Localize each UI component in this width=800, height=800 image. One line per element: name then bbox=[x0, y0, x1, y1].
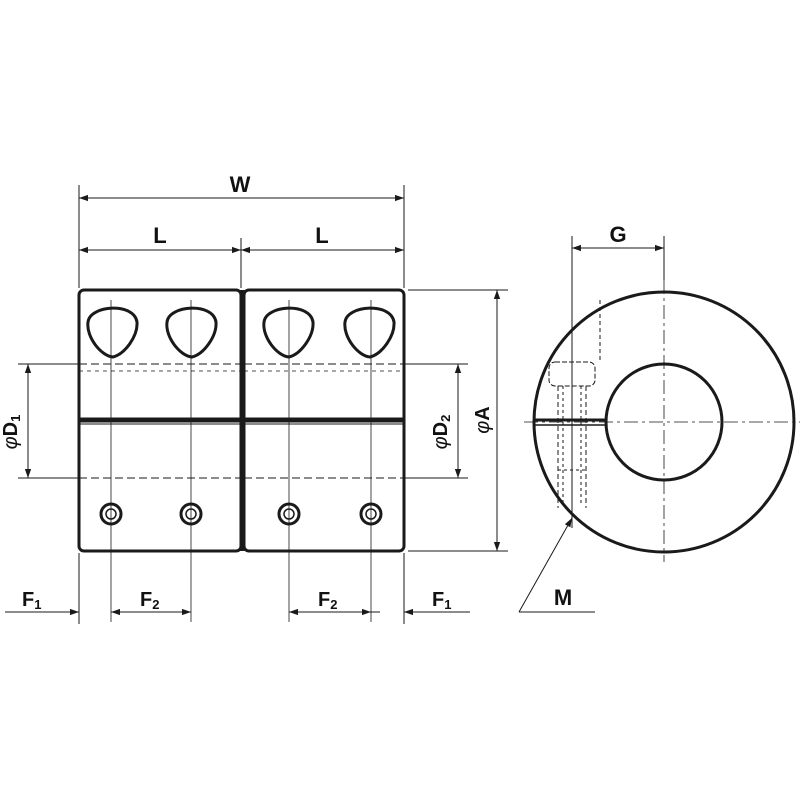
access-hole-1 bbox=[86, 306, 139, 359]
label-d1: φD1 bbox=[0, 415, 23, 450]
access-hole-2 bbox=[165, 306, 218, 359]
label-g: G bbox=[609, 222, 626, 247]
dimension-labels: W L L G M F1 F2 F2 F1 φD1 φD2 φA bbox=[0, 172, 627, 612]
side-dimensions bbox=[5, 185, 508, 624]
side-view bbox=[77, 288, 406, 622]
label-l-right: L bbox=[315, 223, 328, 248]
end-view bbox=[518, 236, 800, 613]
label-a: φA bbox=[472, 406, 494, 434]
label-l-left: L bbox=[153, 223, 166, 248]
label-f2-left: F2 bbox=[140, 589, 159, 612]
label-f2-right: F2 bbox=[318, 589, 337, 612]
leader-m bbox=[518, 518, 595, 613]
clamp-screw bbox=[548, 300, 601, 528]
access-hole-3 bbox=[262, 306, 315, 359]
label-f1-left: F1 bbox=[22, 589, 41, 612]
label-w: W bbox=[230, 172, 251, 197]
label-m: M bbox=[554, 585, 572, 610]
label-f1-right: F1 bbox=[432, 589, 451, 612]
access-hole-4 bbox=[343, 306, 396, 359]
label-d2: φD2 bbox=[430, 415, 453, 450]
